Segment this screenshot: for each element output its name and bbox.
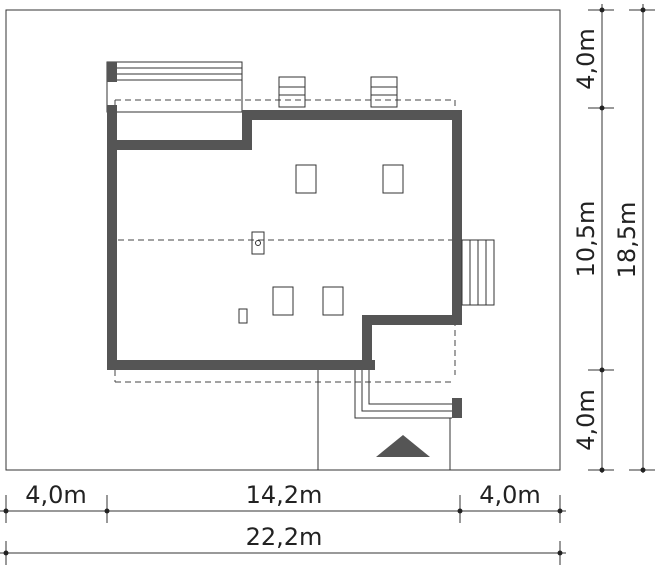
entrance-marker-icon (376, 435, 430, 457)
skylight (272, 286, 294, 316)
dim-right-bottom: 4,0m (572, 389, 600, 451)
roof-window-top-left (278, 76, 306, 108)
house-walls (107, 62, 462, 418)
terrace-top-left (106, 61, 243, 113)
skylight (382, 164, 404, 194)
side-stairs (461, 239, 495, 306)
bottom-dimension-row: 4,0m 14,2m 4,0m (0, 481, 566, 523)
right-total-dimension: 18,5m (613, 4, 655, 473)
dim-bottom-right: 4,0m (479, 481, 541, 509)
dim-right-middle: 10,5m (572, 201, 600, 278)
dim-bottom-middle: 14,2m (246, 481, 323, 509)
right-dimension-column: 4,0m 10,5m 4,0m (572, 4, 614, 473)
dim-bottom-total: 22,2m (246, 523, 323, 551)
roof-window-top-right (370, 76, 398, 108)
bottom-total-dimension: 22,2m (0, 523, 566, 565)
plot-boundary (5, 9, 561, 471)
skylight (322, 286, 344, 316)
vent-icon (238, 308, 248, 324)
chimney-icon (251, 231, 265, 255)
dim-right-total: 18,5m (613, 202, 641, 279)
skylight (295, 164, 317, 194)
entrance-stairs (354, 370, 452, 419)
dim-right-top: 4,0m (572, 28, 600, 90)
dim-bottom-left: 4,0m (25, 481, 87, 509)
